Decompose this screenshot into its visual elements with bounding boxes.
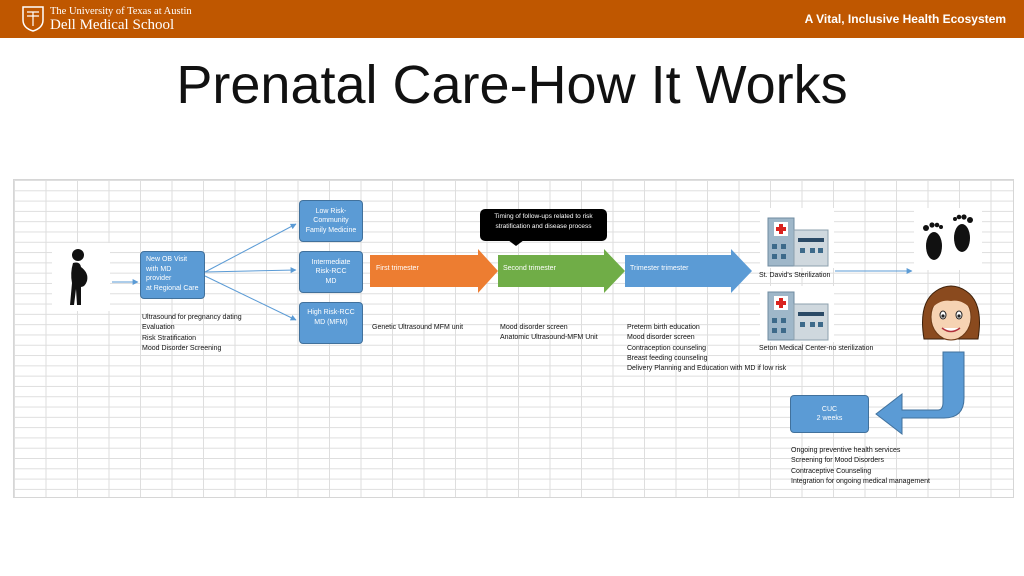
footprints-icon	[914, 208, 982, 270]
woman-face-icon	[922, 285, 980, 341]
high-risk-box: High Risk-RCC MD (MFM)	[299, 302, 363, 344]
note-line: Delivery Planning and Education with MD …	[627, 365, 787, 373]
pregnant-woman-icon	[52, 243, 110, 311]
note-line: Contraceptive Counseling	[791, 467, 872, 475]
note-line: Ultrasound for pregnancy dating	[142, 314, 242, 321]
connector-ob-to-high	[204, 275, 297, 321]
second-trimester-label: Second trimester	[503, 265, 556, 272]
new-ob-visit-box: New OB Visit with MD provider at Regiona…	[140, 251, 205, 299]
hospital-1-label: St. David's Sterilization	[759, 272, 831, 279]
intermediate-risk-box: Intermediate Risk-RCC MD	[299, 251, 363, 293]
low-risk-box: Low Risk- Community Family Medicine	[299, 200, 363, 242]
note-line: Evaluation	[142, 324, 175, 332]
note-line: Mood disorder screen	[500, 324, 568, 331]
first-trimester-arrow	[370, 249, 498, 293]
note-line: Anatomic Ultrasound-MFM Unit	[500, 334, 598, 342]
tagline: A Vital, Inclusive Health Ecosystem	[804, 12, 1006, 26]
note-line: Screening for Mood Disorders	[791, 457, 884, 465]
third-trimester-notes: Preterm birth education Mood disorder sc…	[627, 323, 786, 374]
note-line: Mood disorder screen	[627, 334, 695, 342]
first-trimester-label: First trimester	[376, 265, 419, 272]
note-line: Genetic Ultrasound MFM unit	[372, 324, 464, 331]
cuc-box: CUC 2 weeks	[790, 395, 869, 433]
header-bar: The University of Texas at Austin Dell M…	[0, 0, 1024, 38]
ut-seal-icon	[22, 6, 44, 32]
second-trimester-arrow	[498, 249, 625, 293]
callout-tail	[508, 240, 524, 246]
note-line: Breast feeding counseling	[627, 354, 708, 362]
logo-university: The University of Texas at Austin	[50, 6, 192, 17]
third-trimester-arrow	[625, 249, 752, 293]
note-line: Integration for ongoing medical manageme…	[791, 477, 930, 485]
follow-up-timing-callout: Timing of follow-ups related to risk str…	[480, 209, 607, 241]
cuc-notes: Ongoing preventive health services Scree…	[791, 446, 930, 487]
note-line: Contraception counseling	[627, 344, 706, 352]
logo-school: Dell Medical School	[50, 17, 175, 33]
third-trimester-label: Trimester trimester	[630, 265, 689, 272]
note-line: Preterm birth education	[627, 324, 700, 331]
connector-ob-to-intermediate	[204, 267, 297, 274]
hospital-icon	[760, 208, 834, 268]
note-line: Ongoing preventive health services	[791, 447, 901, 454]
second-trimester-notes: Mood disorder screen Anatomic Ultrasound…	[500, 323, 598, 344]
hospital-2-label: Seton Medical Center-no sterilization	[759, 345, 874, 352]
hospital-icon	[760, 286, 834, 342]
slide-title: Prenatal Care-How It Works	[176, 55, 848, 115]
return-arrow-to-cuc	[875, 351, 965, 436]
note-line: Risk Stratification	[142, 334, 197, 342]
note-line: Mood Disorder Screening	[142, 344, 222, 352]
connector-ob-to-low	[204, 223, 297, 273]
first-trimester-notes: Genetic Ultrasound MFM unit	[372, 323, 463, 333]
intake-notes: Ultrasound for pregnancy dating Evaluati…	[142, 313, 242, 354]
